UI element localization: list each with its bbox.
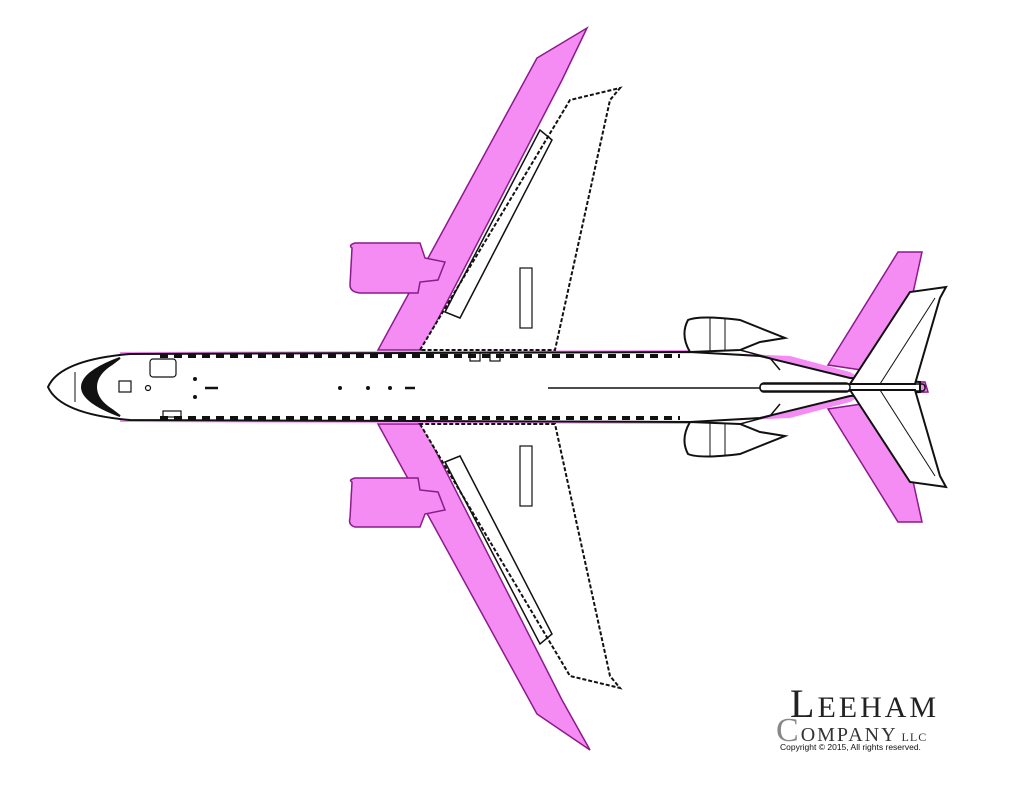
base-upper-stabilizer: [848, 285, 948, 385]
base-upper-flap: [443, 128, 553, 319]
lower-tail-engine: [683, 403, 789, 458]
base-upper-wing: [418, 86, 623, 351]
base-lower-flap: [443, 455, 553, 646]
base-lower-spoiler: [519, 445, 533, 507]
upper-tail-engine: [683, 316, 789, 371]
fuselage: [46, 350, 921, 424]
logo-leeham: LEEHAM: [790, 681, 940, 726]
base-lower-wing: [418, 423, 623, 690]
base-aircraft: [46, 86, 948, 690]
pink-upper-engine: [349, 242, 447, 294]
pink-lower-engine: [348, 477, 447, 528]
copyright-text: Copyright © 2015, All rights reserved.: [780, 742, 921, 752]
base-lower-stabilizer: [848, 389, 948, 489]
base-upper-spoiler: [519, 267, 533, 329]
cockpit-windshield: [80, 357, 121, 417]
